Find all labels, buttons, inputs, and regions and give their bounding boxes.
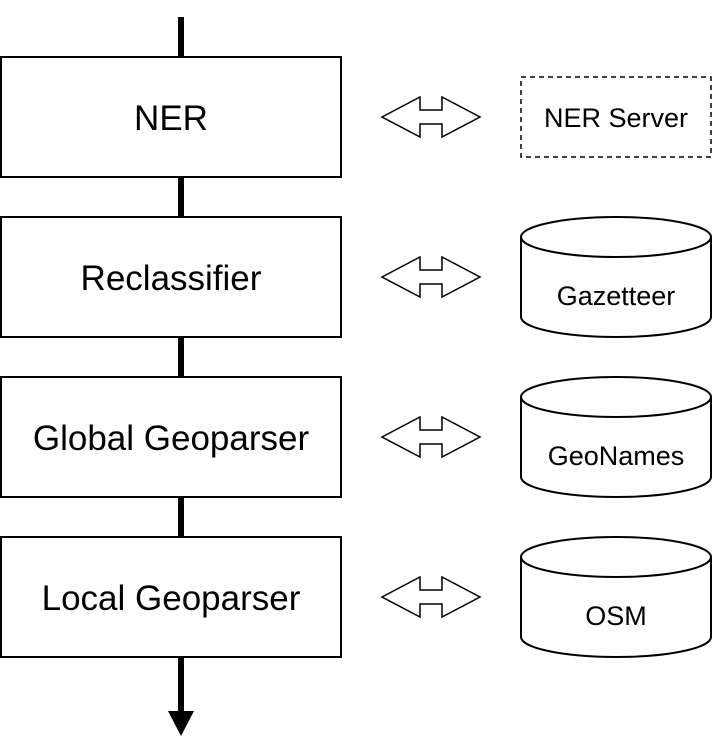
resource-label: NER Server <box>544 103 688 133</box>
resource-gazetteer: Gazetteer <box>520 216 712 338</box>
stage-label: Reclassifier <box>81 259 262 298</box>
stage-local-geoparser: Local Geoparser <box>0 536 342 658</box>
stage-global-geoparser: Global Geoparser <box>0 376 342 498</box>
stage-label: Local Geoparser <box>42 579 301 618</box>
resource-label: Gazetteer <box>557 281 676 311</box>
double-headed-arrow-icon <box>380 415 482 459</box>
resource-geonames: GeoNames <box>520 376 712 498</box>
double-headed-arrow-icon <box>380 255 482 299</box>
flow-arrowhead-icon <box>168 711 194 736</box>
double-headed-arrow-icon <box>380 575 482 619</box>
resource-label: OSM <box>585 601 647 631</box>
resource-osm: OSM <box>520 536 712 658</box>
database-cylinder-icon <box>520 237 712 338</box>
database-cylinder-icon <box>520 557 712 658</box>
stage-reclassifier: Reclassifier <box>0 216 342 338</box>
stage-label: NER <box>134 99 208 138</box>
resource-label: GeoNames <box>548 441 685 471</box>
stage-ner: NER <box>0 56 342 178</box>
database-cylinder-icon <box>520 397 712 498</box>
resource-ner-server: NER Server <box>520 76 712 158</box>
stage-label: Global Geoparser <box>33 419 310 458</box>
double-headed-arrow-icon <box>380 95 482 139</box>
